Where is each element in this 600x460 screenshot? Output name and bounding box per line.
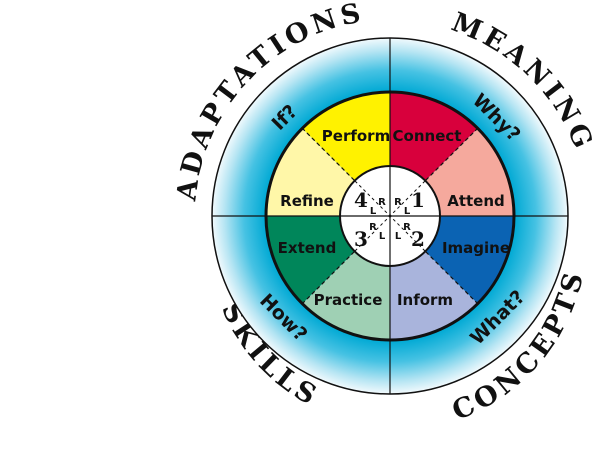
q1-letter-r: R xyxy=(394,197,402,208)
q3-letter-r: R xyxy=(369,222,377,233)
q2-letter-r: R xyxy=(403,222,411,233)
q2-letter-l: L xyxy=(395,231,402,242)
q1-letter-l: L xyxy=(404,206,411,217)
quadrant-number-4: 4 xyxy=(354,188,368,212)
q3-letter-l: L xyxy=(379,231,386,242)
q4-letter-l: L xyxy=(370,206,377,217)
quadrant-number-1: 1 xyxy=(411,188,425,212)
center-diagonal-2 xyxy=(354,180,426,252)
quadrant-number-3: 3 xyxy=(354,227,368,251)
segment-label-refine: Refine xyxy=(280,192,334,210)
segment-label-inform: Inform xyxy=(397,291,453,309)
segment-label-perform: Perform xyxy=(322,127,390,145)
segment-label-connect: Connect xyxy=(393,127,462,145)
segment-label-practice: Practice xyxy=(314,291,383,309)
quadrant-number-2: 2 xyxy=(411,227,425,251)
segment-label-extend: Extend xyxy=(278,239,337,257)
segment-label-attend: Attend xyxy=(447,192,505,210)
segment-label-imagine: Imagine xyxy=(442,239,510,257)
q4-letter-r: R xyxy=(378,197,386,208)
